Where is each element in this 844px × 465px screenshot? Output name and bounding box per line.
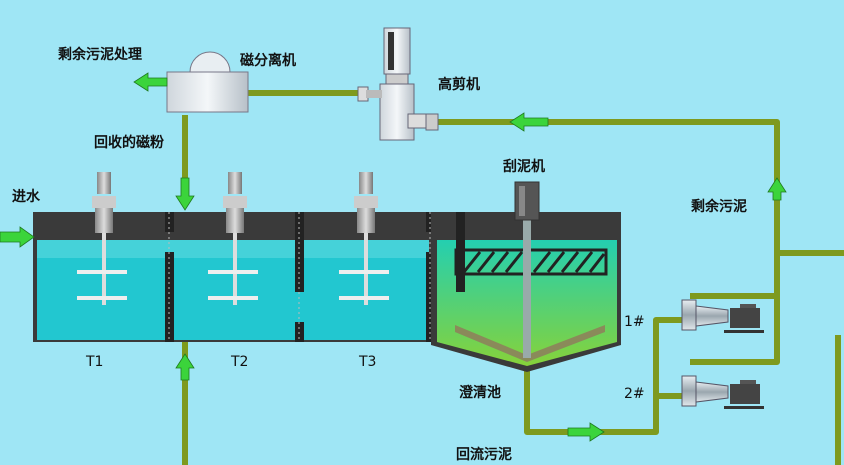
magnetic-separator	[166, 51, 249, 113]
pump-2	[681, 375, 764, 409]
flow-arrows	[0, 72, 787, 442]
label-tank-t3: T3	[359, 354, 377, 370]
pipe-excess-sludge	[690, 250, 780, 365]
arrow-water-inlet	[0, 226, 35, 248]
label-high-shear: 高剪机	[438, 77, 480, 93]
pipes	[182, 90, 844, 465]
label-clarifier: 澄清池	[459, 385, 501, 401]
pump-1	[681, 299, 764, 333]
pipe-return-sludge	[524, 317, 682, 435]
label-tank-t1: T1	[86, 354, 104, 370]
clarifier-tank	[431, 181, 621, 372]
label-return-sludge: 回流污泥	[456, 447, 512, 463]
mixer-t2	[208, 172, 258, 305]
arrow-recovered-powder	[175, 177, 195, 211]
high-shear-machine	[357, 27, 439, 141]
arrow-return-to-tank	[175, 353, 195, 381]
arrow-excess-sludge-up	[767, 177, 787, 201]
label-excess-sludge: 剩余污泥	[691, 199, 747, 215]
label-magnetic-separator: 磁分离机	[240, 53, 296, 69]
arrow-return-sludge	[567, 422, 605, 442]
arrow-to-high-shear	[509, 112, 549, 132]
label-recovered-powder: 回收的磁粉	[94, 135, 164, 151]
label-pump-2: 2#	[624, 386, 645, 402]
label-excess-sludge-treatment: 剩余污泥处理	[58, 47, 142, 63]
label-tank-t2: T2	[231, 354, 249, 370]
label-sludge-scraper: 刮泥机	[503, 159, 545, 175]
arrow-excess-sludge-out	[133, 72, 168, 92]
label-water-inlet: 进水	[12, 189, 40, 205]
mixer-t3	[339, 172, 389, 305]
mixer-t1	[77, 172, 127, 305]
label-pump-1: 1#	[624, 314, 645, 330]
mixers	[77, 172, 389, 305]
